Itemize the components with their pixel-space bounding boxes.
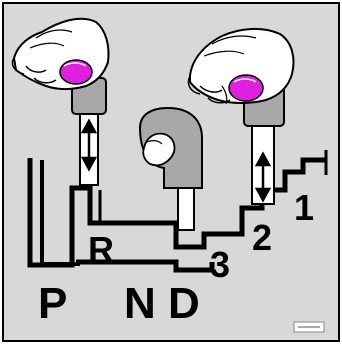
press-arrow-left-icon bbox=[80, 118, 98, 172]
hand-center-icon bbox=[142, 132, 176, 167]
shift-gate-base bbox=[76, 259, 215, 273]
hand-pressing-knob-right bbox=[187, 28, 295, 127]
shift-gate-inner-line bbox=[40, 160, 80, 266]
position-label-r: R bbox=[88, 229, 114, 270]
position-label-p: P bbox=[38, 279, 67, 328]
press-arrow-right-icon bbox=[254, 151, 272, 203]
hand-right-icon bbox=[189, 28, 295, 104]
position-label-1: 1 bbox=[294, 187, 314, 228]
position-label-d: D bbox=[168, 279, 200, 328]
position-label-3: 3 bbox=[210, 244, 230, 285]
hand-pressing-knob-left bbox=[11, 17, 110, 115]
position-label-2: 2 bbox=[252, 217, 272, 258]
position-label-n: N bbox=[124, 279, 156, 328]
shift-gate-outline bbox=[27, 157, 327, 268]
release-button-left bbox=[59, 59, 93, 85]
hand-gripping-knob-center bbox=[138, 106, 203, 189]
